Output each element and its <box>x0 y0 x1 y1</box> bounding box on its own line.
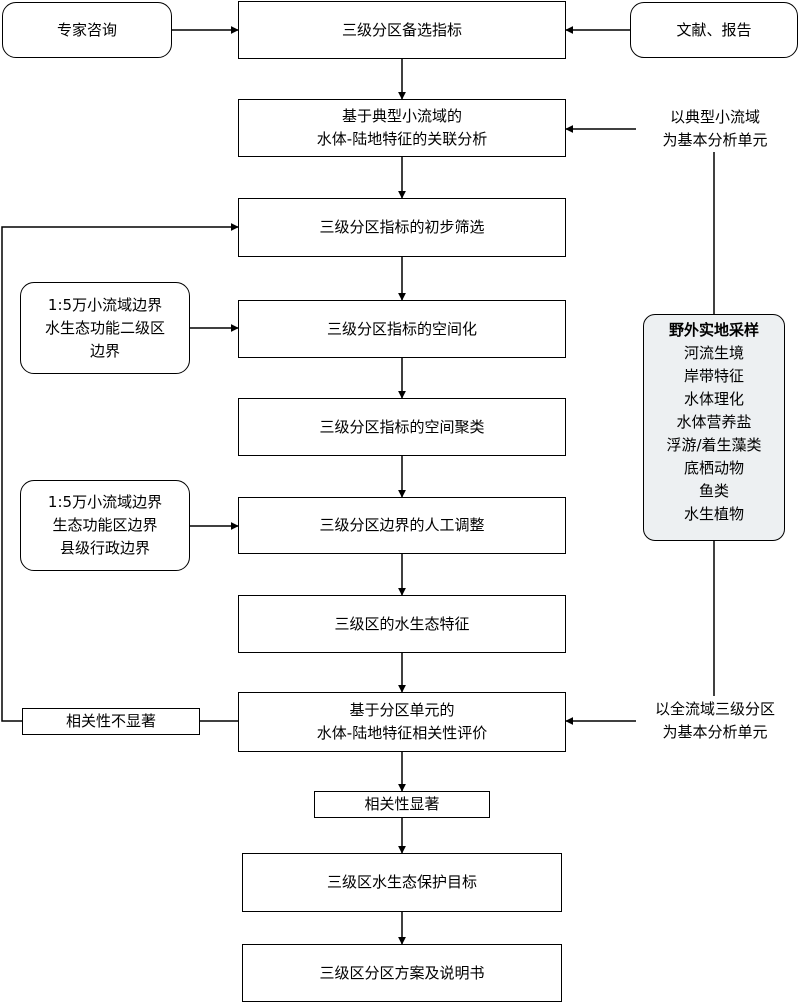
zoning-scheme-label: 三级区分区方案及说明书 <box>319 963 485 982</box>
field-item-river-habitat: 河流生境 <box>683 344 744 362</box>
field-item-nutrients: 水体营养盐 <box>676 413 752 431</box>
boundary-inputs-2-box: 1:5万小流域边界 生态功能区边界 县级行政边界 <box>20 480 190 571</box>
candidate-indicators-box: 三级分区备选指标 <box>238 1 566 59</box>
typical-unit-line-1: 以典型小流域 <box>669 108 760 126</box>
correlation-analysis-line-2: 水体-陆地特征的关联分析 <box>316 130 488 148</box>
correlation-evaluation-line-2: 水体-陆地特征相关性评价 <box>316 724 488 742</box>
field-item-benthos: 底栖动物 <box>683 459 744 477</box>
eco-features-label: 三级区的水生态特征 <box>334 614 470 633</box>
boundary-inputs-1-line-2: 水生态功能二级区 <box>44 318 165 337</box>
manual-adjustment-box: 三级分区边界的人工调整 <box>238 497 566 554</box>
not-significant-label: 相关性不显著 <box>65 712 156 730</box>
field-item-algae: 浮游/着生藻类 <box>666 436 762 454</box>
candidate-indicators-label: 三级分区备选指标 <box>341 20 462 39</box>
preliminary-screening-label: 三级分区指标的初步筛选 <box>319 218 485 236</box>
field-item-fish: 鱼类 <box>698 482 729 500</box>
typical-unit-line-2: 为基本分析单元 <box>662 131 768 149</box>
boundary-inputs-1-box: 1:5万小流域边界 水生态功能二级区 边界 <box>20 282 190 374</box>
field-sampling-box: 野外实地采样 河流生境 岸带特征 水体理化 水体营养盐 浮游/着生藻类 底栖动物… <box>643 314 785 541</box>
boundary-inputs-2-line-1: 1:5万小流域边界 <box>47 493 163 511</box>
field-item-physicochemical: 水体理化 <box>683 390 744 408</box>
expert-consultation-box: 专家咨询 <box>2 2 172 58</box>
spatial-clustering-label: 三级分区指标的空间聚类 <box>319 417 485 436</box>
boundary-inputs-2-line-2: 生态功能区边界 <box>52 516 158 534</box>
boundary-inputs-1-line-3: 边界 <box>89 341 120 360</box>
boundary-inputs-1-line-1: 1:5万小流域边界 <box>47 295 163 314</box>
spatialization-label: 三级分区指标的空间化 <box>326 319 477 338</box>
basin-unit-line-2: 为基本分析单元 <box>662 723 768 741</box>
field-item-aquatic-plants: 水生植物 <box>683 505 744 523</box>
preliminary-screening-box: 三级分区指标的初步筛选 <box>238 198 566 257</box>
correlation-evaluation-line-1: 基于分区单元的 <box>349 701 455 719</box>
manual-adjustment-label: 三级分区边界的人工调整 <box>319 516 485 534</box>
protection-goal-box: 三级区水生态保护目标 <box>242 853 562 912</box>
literature-reports-label: 文献、报告 <box>676 20 752 39</box>
protection-goal-label: 三级区水生态保护目标 <box>326 873 477 891</box>
correlation-analysis-line-1: 基于典型小流域的 <box>341 107 462 125</box>
feedback-loop-line <box>1 223 239 722</box>
zoning-scheme-box: 三级区分区方案及说明书 <box>242 944 562 1002</box>
spatial-clustering-box: 三级分区指标的空间聚类 <box>238 398 566 456</box>
spatialization-box: 三级分区指标的空间化 <box>238 300 566 358</box>
not-significant-label-box: 相关性不显著 <box>22 708 200 735</box>
literature-reports-box: 文献、报告 <box>630 2 798 58</box>
significant-label-box: 相关性显著 <box>314 791 490 818</box>
field-item-riparian: 岸带特征 <box>683 367 744 385</box>
typical-watershed-unit-note: 以典型小流域 为基本分析单元 <box>636 106 794 152</box>
eco-features-box: 三级区的水生态特征 <box>238 595 566 653</box>
boundary-inputs-2-line-3: 县级行政边界 <box>59 539 150 557</box>
correlation-evaluation-box: 基于分区单元的 水体-陆地特征相关性评价 <box>238 692 566 752</box>
significant-label: 相关性显著 <box>364 795 440 813</box>
basin-unit-line-1: 以全流域三级分区 <box>654 700 775 718</box>
field-sampling-title: 野外实地采样 <box>668 321 759 339</box>
correlation-analysis-box: 基于典型小流域的 水体-陆地特征的关联分析 <box>238 99 566 157</box>
whole-basin-unit-note: 以全流域三级分区 为基本分析单元 <box>636 698 794 744</box>
expert-consultation-label: 专家咨询 <box>56 20 117 39</box>
